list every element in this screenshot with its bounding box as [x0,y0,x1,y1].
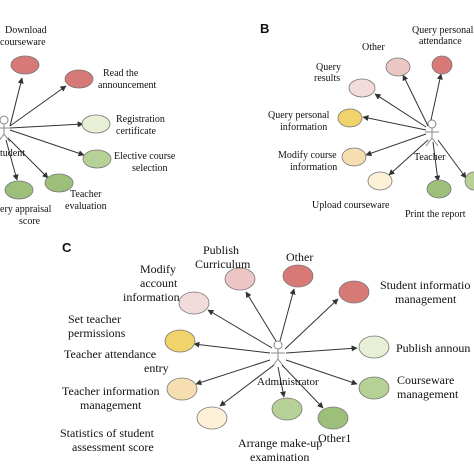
usecase-teacher-information [166,377,198,401]
label-read-1: Read the [103,68,139,79]
panel-c: C [60,240,470,464]
label-query-results-1: Query [316,62,341,73]
usecase-makeup-exam [271,397,303,421]
panel-b-associations [362,73,467,182]
label-teacher-information-1: Teacher information [62,384,159,398]
label-publish-announcement: Publish announ [396,341,470,355]
label-registration-2: certificate [116,126,157,137]
actor-teacher-icon [425,119,439,147]
panel-a: Download courseware Read the announcemen… [0,25,176,227]
label-student-information-2: management [395,292,457,306]
usecase-read-announcement [64,69,94,89]
label-modify-account-3: information [123,290,180,304]
usecase-other-b [385,57,411,77]
panel-a-associations [5,77,85,181]
usecase-student-information [338,280,370,304]
label-modify-account-2: account [140,276,178,290]
label-modify-course-2: information [290,162,337,173]
label-publish-curriculum-2: Curriculum [195,257,251,271]
label-publish-curriculum-1: Publish [203,243,239,257]
label-read-2: announcement [98,80,157,91]
usecase-registration-certificate [81,114,111,134]
panel-a-labels: Download courseware Read the announcemen… [0,25,176,227]
usecase-modify-account [178,291,210,315]
usecase-courseware-management [358,376,390,400]
label-makeup-2: examination [250,450,309,464]
usecase-query-attendance [431,55,453,75]
label-attendance-1: Teacher attendance [64,347,156,361]
actor-administrator-icon [271,340,285,368]
label-query-appraisal-1: ery appraisal [0,204,52,215]
panel-letter-b: B [260,21,269,36]
label-download-1: Download [5,25,47,36]
actor-administrator-label: Administrator [257,376,319,388]
panel-letter-c: C [62,240,72,255]
usecase-other1 [317,406,349,430]
label-modify-course-1: Modify course [278,150,337,161]
label-modify-account-1: Modify [140,262,176,276]
usecase-statistics [196,406,228,430]
label-makeup-1: Arrange make-up [238,436,322,450]
label-other-b: Other [362,42,385,53]
panel-b: B Other Quer [260,21,474,220]
label-registration-1: Registration [116,114,165,125]
usecase-publish-curriculum [224,267,256,291]
panel-b-labels: Other Query personal attendance Query re… [268,25,474,220]
label-elective-1: Elective course [114,151,176,162]
usecase-other-c [282,264,314,288]
usecase-query-appraisal [4,180,34,200]
usecase-set-permissions [164,329,196,353]
label-query-attendance-1: Query personal [412,25,474,36]
label-query-info-1: Query personal [268,110,330,121]
usecase-teacher-evaluation [44,173,74,193]
usecase-query-results [348,78,376,98]
label-student-information-1: Student informatio [380,278,470,292]
label-set-permissions-2: permissions [68,326,126,340]
panel-c-associations [193,288,358,409]
actor-student-icon [0,115,11,143]
panel-c-labels: Modify account information Publish Curri… [60,243,470,464]
actor-student-label: tudent [0,148,25,159]
label-courseware-2: management [397,387,459,401]
label-query-appraisal-2: score [19,216,41,227]
usecase-upload-courseware [367,171,393,191]
label-other1: Other1 [318,431,351,445]
label-elective-2: selection [132,163,168,174]
actor-teacher-label: Teacher [414,152,446,163]
label-query-results-2: results [314,73,340,84]
usecase-query-info [337,108,363,128]
usecase-modify-course [341,147,367,167]
usecase-download-courseware [10,55,40,75]
label-query-attendance-2: attendance [419,36,462,47]
label-courseware-1: Courseware [397,373,454,387]
label-teacher-eval-1: Teacher [70,189,102,200]
usecase-publish-announcement [358,335,390,359]
label-print-report: Print the report [405,209,466,220]
label-statistics-1: Statistics of student [60,426,155,440]
label-query-info-2: information [280,122,327,133]
label-download-2: courseware [0,37,46,48]
label-teacher-eval-2: evaluation [65,201,107,212]
label-statistics-2: assessment score [72,440,154,454]
label-attendance-2: entry [144,361,169,375]
label-set-permissions-1: Set teacher [68,312,121,326]
usecase-extra-b [464,171,474,191]
label-other-c: Other [286,250,313,264]
label-teacher-information-2: management [80,398,142,412]
usecase-print-report [426,179,452,199]
label-upload-courseware: Upload courseware [312,200,390,211]
usecase-elective-course [82,149,112,169]
